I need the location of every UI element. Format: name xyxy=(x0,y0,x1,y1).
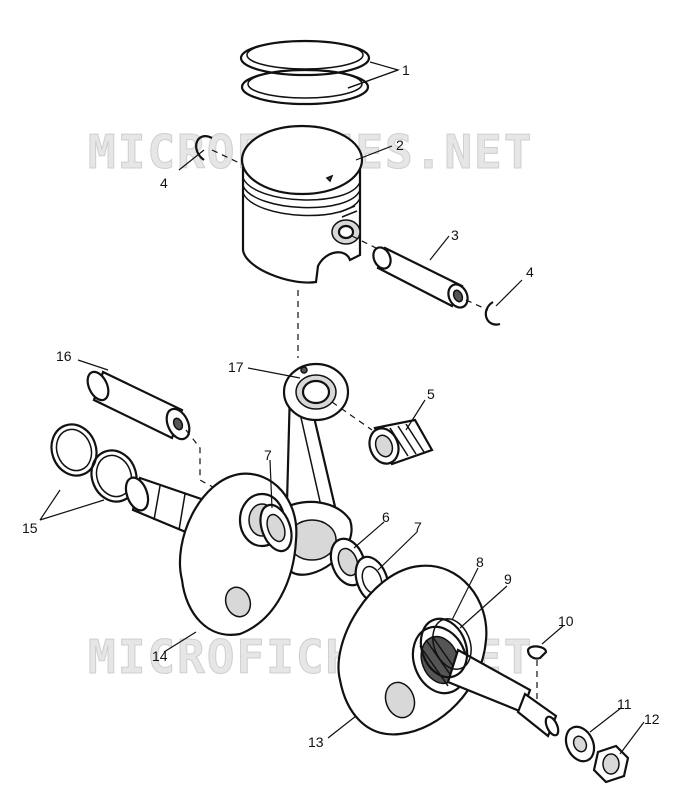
seal-spring xyxy=(432,618,472,670)
callout-4-left: 4 xyxy=(160,175,168,191)
callout-1: 1 xyxy=(402,62,410,78)
o-rings xyxy=(50,423,138,503)
needle-bearing xyxy=(368,418,434,466)
callout-15: 15 xyxy=(22,520,38,536)
piston-rings xyxy=(239,39,371,106)
callout-4-right: 4 xyxy=(526,264,534,280)
piston xyxy=(240,124,364,284)
callout-8: 8 xyxy=(476,554,484,570)
callout-labels: 1 2 3 4 4 5 6 7 7 8 9 10 11 12 13 14 15 … xyxy=(22,62,660,750)
callout-14: 14 xyxy=(152,648,168,664)
callout-10: 10 xyxy=(558,613,574,629)
oil-seal xyxy=(419,617,469,679)
washer xyxy=(564,725,596,763)
callout-3: 3 xyxy=(451,227,459,243)
callout-2: 2 xyxy=(396,137,404,153)
woodruff-key xyxy=(526,645,548,660)
crankshaft-left xyxy=(124,472,298,636)
callout-16: 16 xyxy=(56,348,72,364)
callout-6: 6 xyxy=(382,509,390,525)
nut xyxy=(592,744,630,784)
piston-pin xyxy=(372,246,469,309)
leader-lines xyxy=(39,61,645,755)
callout-12: 12 xyxy=(644,711,660,727)
circlip-right xyxy=(484,301,501,326)
thrust-washer-left xyxy=(259,503,293,553)
callout-7-left: 7 xyxy=(264,447,272,463)
callout-9: 9 xyxy=(504,571,512,587)
crank-pin xyxy=(86,370,191,441)
callout-11: 11 xyxy=(617,696,632,712)
callout-13: 13 xyxy=(308,734,324,750)
circlip-left xyxy=(195,135,213,161)
callout-7-right: 7 xyxy=(414,519,422,535)
callout-17: 17 xyxy=(228,359,244,375)
callout-5: 5 xyxy=(427,386,435,402)
main-bearing xyxy=(329,537,367,587)
